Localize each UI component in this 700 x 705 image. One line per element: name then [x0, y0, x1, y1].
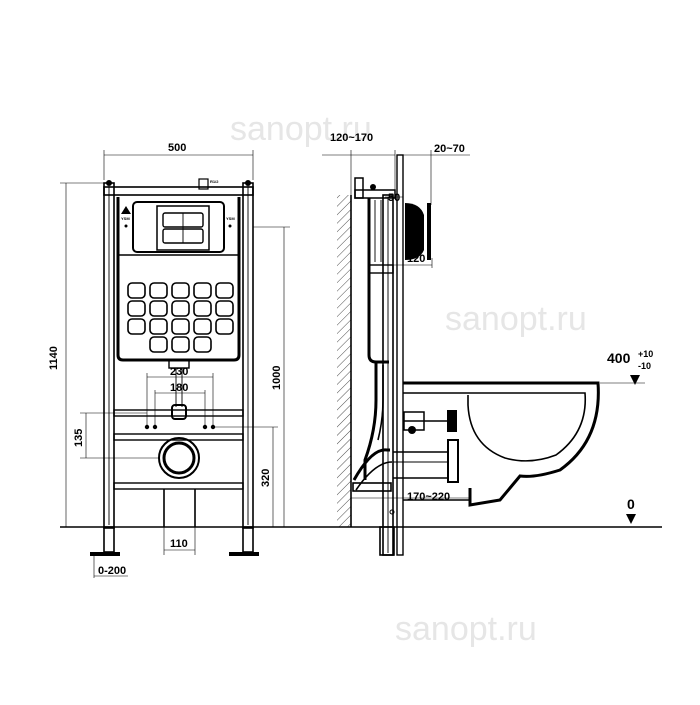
dim-plate-depth: 20~70 — [434, 143, 465, 155]
drain-connector — [393, 451, 449, 479]
flush-plate — [156, 205, 210, 251]
toilet-bowl — [403, 381, 600, 507]
front-view: R1/2 YSM YSM — [48, 142, 290, 578]
frame-top-bar — [103, 186, 254, 196]
left-tag: YSM — [121, 216, 130, 221]
dim-width: 500 — [168, 142, 186, 154]
seat-level-marker-icon — [630, 375, 640, 385]
right-foot-plate — [229, 552, 259, 556]
cistern-rib-grid — [127, 282, 234, 353]
flush-plate-frame — [132, 201, 225, 253]
dim-total-height: 1140 — [48, 346, 60, 370]
lower-cross-bar — [113, 482, 244, 490]
dim-button-height: 120 — [407, 253, 425, 265]
middle-cross-bar — [113, 433, 244, 441]
dim-drain-height: 320 — [260, 469, 272, 487]
stud-left-inner — [152, 424, 158, 430]
dim-bowl-height: 400 — [607, 350, 631, 366]
right-foot — [242, 526, 254, 553]
stud-left-outer — [144, 424, 150, 430]
side-flush-pipe — [363, 362, 378, 480]
dim-pipe-span: 230 — [170, 366, 188, 378]
dim-wall-depth: 120~170 — [330, 132, 373, 144]
watermark-top: sanopt.ru — [230, 110, 372, 148]
right-tag: YSM — [226, 216, 235, 221]
drain-elbow — [352, 448, 390, 481]
side-top-bracket — [354, 189, 396, 199]
left-foot-plate — [90, 552, 120, 556]
dim-bowl-tol-plus: +10 — [638, 349, 653, 359]
top-left-bolt — [106, 180, 112, 186]
dim-projection: 170~220 — [407, 491, 450, 503]
watermark-bottom: sanopt.ru — [395, 610, 537, 648]
drain-inner-ring — [162, 441, 196, 475]
stud-right-inner — [202, 424, 208, 430]
watermark-middle: sanopt.ru — [445, 300, 587, 338]
water-valve — [198, 178, 209, 190]
side-cistern-body — [367, 198, 389, 364]
dim-offset: 50 — [388, 192, 400, 204]
hanger-nut — [447, 410, 457, 432]
side-view: 400 +10 -10 0 120~170 20~70 50 120 170~2… — [322, 132, 653, 556]
side-flush-plate — [405, 203, 424, 260]
dim-bracket-height: 1000 — [271, 366, 283, 390]
warning-triangle-icon — [121, 206, 131, 214]
wall-board — [396, 154, 404, 556]
dim-bowl-tol-minus: -10 — [638, 361, 651, 371]
dim-foot-adjust: 0-200 — [98, 565, 126, 577]
cistern-body — [116, 197, 241, 362]
dim-floor-level: 0 — [627, 496, 635, 512]
dim-drain-width: 110 — [170, 538, 188, 550]
flush-pipe — [168, 359, 190, 369]
dim-stud-span: 180 — [170, 382, 188, 394]
side-foot — [379, 526, 395, 556]
top-right-bolt — [245, 180, 251, 186]
valve-label: R1/2 — [210, 179, 219, 184]
floor-level-marker-icon — [626, 514, 636, 524]
dim-bolt-height: 135 — [73, 429, 85, 447]
toilet-bowl-inner — [403, 392, 587, 462]
left-foot — [103, 526, 115, 553]
wall-hatch — [337, 195, 351, 527]
flush-outlet — [171, 404, 187, 420]
